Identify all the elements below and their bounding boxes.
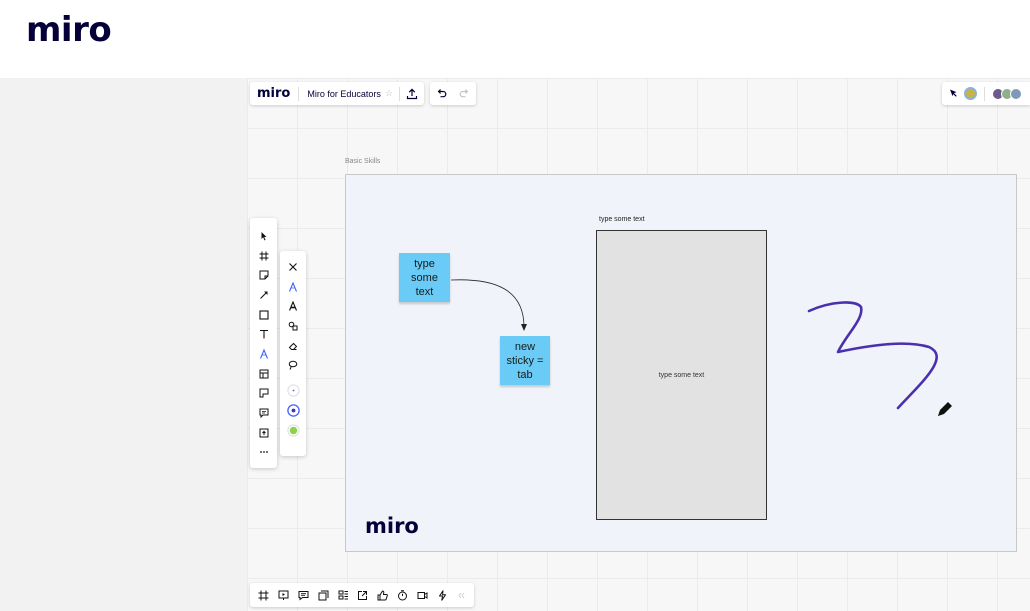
undo-redo-group [430,82,476,105]
highlighter-icon[interactable] [280,296,306,316]
medium-stroke-icon[interactable] [280,401,306,421]
upload-icon[interactable] [250,423,277,443]
sticky-note-icon[interactable] [250,265,277,285]
miro-logo[interactable]: miro [26,10,112,50]
shape-caption[interactable]: type some text [599,216,645,223]
sticky-note[interactable]: new sticky = tab [500,336,550,385]
board-title[interactable]: Miro for Educators [307,88,381,99]
card-icon[interactable] [250,384,277,404]
pen-stroke[interactable] [801,295,961,415]
left-toolbar [250,218,277,468]
cards-icon[interactable] [313,583,333,607]
left-gutter [0,78,247,611]
star-icon[interactable]: ☆ [384,88,393,98]
apps-icon[interactable] [432,583,452,607]
app-logo[interactable]: miro [257,86,291,101]
thin-stroke-icon[interactable] [280,381,306,401]
sticky-note[interactable]: type some text [399,253,450,302]
arrow-icon[interactable] [250,285,277,305]
frame-icon[interactable] [250,246,277,266]
board-canvas[interactable]: miro Miro for Educators ☆ Basic Skills t… [247,78,1030,611]
lasso-icon[interactable] [280,355,306,375]
upload-icon[interactable] [400,82,424,105]
more-icon[interactable] [250,443,277,463]
comment-icon[interactable] [250,403,277,423]
smart-draw-icon[interactable] [280,316,306,336]
board-topbar: miro Miro for Educators ☆ [250,82,424,105]
rectangle-shape[interactable]: type some text [596,230,767,520]
divider [398,86,400,101]
redo-icon[interactable] [453,82,476,105]
collapse-icon[interactable] [452,583,472,607]
comments-icon[interactable] [294,583,314,607]
reactions-icon[interactable] [373,583,393,607]
eraser-icon[interactable] [280,336,306,356]
video-icon[interactable] [412,583,432,607]
undo-icon[interactable] [430,82,453,105]
green-color-icon[interactable] [280,421,306,441]
cursor-icon[interactable] [942,82,964,105]
bottom-toolbar [250,583,474,607]
pen-cursor-icon [938,402,952,416]
presentation-icon[interactable] [274,583,294,607]
connector-arrow[interactable] [346,175,1016,551]
collaboration-bar [942,82,1030,105]
timer-icon[interactable] [393,583,413,607]
close-icon[interactable] [280,257,306,277]
template-icon[interactable] [250,364,277,384]
text-icon[interactable] [250,324,277,344]
kanban-icon[interactable] [333,583,353,607]
site-header: miro [0,0,1030,78]
frame-basic-skills[interactable]: type some text new sticky = tab type som… [345,174,1017,552]
share-icon[interactable] [353,583,373,607]
pen-icon[interactable] [250,344,277,364]
avatar[interactable] [964,87,977,100]
frames-icon[interactable] [254,583,274,607]
rectangle-text: type some text [658,371,705,379]
sticky-note-text: new sticky = tab [506,340,544,381]
frame-miro-logo: miro [365,514,419,538]
shape-icon[interactable] [250,305,277,325]
frame-label[interactable]: Basic Skills [345,158,381,165]
pen-icon[interactable] [280,277,306,297]
select-icon[interactable] [250,226,277,246]
sticky-note-text: type some text [411,257,438,298]
pen-options-panel [280,251,306,456]
divider [298,86,300,101]
avatar[interactable] [1010,87,1022,100]
divider [984,86,985,101]
